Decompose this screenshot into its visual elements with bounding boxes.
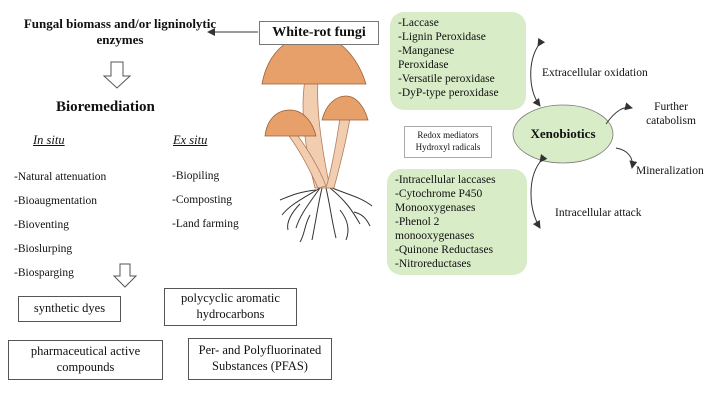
pfas-box: Per- and Polyfluorinated Substances (PFA… — [188, 338, 332, 380]
list-item: -Versatile peroxidase — [398, 73, 495, 86]
list-item: -Biopiling — [172, 170, 220, 182]
list-item: -Composting — [172, 194, 233, 206]
further-catabolism-label: Further catabolism — [646, 101, 696, 127]
mediators-line-1: Redox mediators — [417, 130, 479, 141]
white-rot-fungi-box: White-rot fungi — [259, 21, 379, 45]
fungal-biomass-label: Fungal biomass and/or ligninolytic enzym… — [23, 16, 217, 47]
list-item: -Bioventing — [14, 219, 69, 231]
list-item: Monooxygenases — [395, 202, 476, 215]
arrow-mineralization — [615, 147, 638, 169]
hollow-down-arrow-2 — [112, 263, 138, 288]
list-item: -Lignin Peroxidase — [398, 31, 486, 44]
list-item: -Laccase — [398, 17, 439, 29]
list-item: -Biosparging — [14, 267, 74, 279]
mediators-box: Redox mediators Hydroxyl radicals — [404, 126, 492, 158]
intracellular-enzymes-box: -Intracellular laccases -Cytochrome P450… — [387, 169, 527, 275]
list-item: Peroxidase — [398, 59, 449, 72]
extracellular-oxidation-label: Extracellular oxidation — [542, 67, 648, 79]
mineralization-label: Mineralization — [636, 165, 704, 177]
in-situ-list: -Natural attenuation -Bioaugmentation -B… — [14, 171, 106, 291]
bioremediation-heading: Bioremediation — [56, 99, 155, 115]
xenobiotics-label: Xenobiotics — [530, 126, 596, 141]
ex-situ-list: -Biopiling -Composting -Land farming — [172, 170, 239, 242]
list-item: -Intracellular laccases — [395, 174, 496, 186]
hollow-down-arrow-1 — [102, 61, 132, 89]
extracellular-enzymes-box: -Laccase -Lignin Peroxidase -Manganese P… — [390, 12, 526, 110]
pharmaceutical-box: pharmaceutical active compounds — [8, 340, 163, 380]
list-item: -DyP-type peroxidase — [398, 87, 499, 100]
intracellular-attack-label: Intracellular attack — [555, 207, 642, 219]
list-item: -Manganese — [398, 45, 455, 58]
in-situ-heading: In situ — [33, 133, 65, 147]
synthetic-dyes-box: synthetic dyes — [18, 296, 121, 322]
list-item: -Natural attenuation — [14, 171, 107, 183]
list-item: -Bioaugmentation — [14, 195, 98, 207]
list-item: -Phenol 2 — [395, 216, 440, 229]
list-item: -Quinone Reductases — [395, 244, 494, 257]
xenobiotics-ellipse — [512, 104, 614, 164]
mushroom-illustration — [261, 33, 373, 243]
list-item: -Bioslurping — [14, 243, 73, 255]
mediators-line-2: Hydroxyl radicals — [415, 142, 481, 152]
list-item: monooxygenases — [395, 230, 475, 243]
list-item: -Land farming — [172, 218, 239, 230]
arrow-intracellular-attack — [530, 153, 548, 229]
list-item: -Nitroreductases — [395, 258, 471, 271]
pah-box: polycyclic aromatic hydrocarbons — [164, 288, 297, 326]
ex-situ-heading: Ex situ — [173, 133, 208, 147]
list-item: -Cytochrome P450 — [395, 188, 483, 201]
arrow-extracellular-oxidation — [530, 37, 546, 107]
arrow-further-catabolism — [605, 102, 633, 125]
